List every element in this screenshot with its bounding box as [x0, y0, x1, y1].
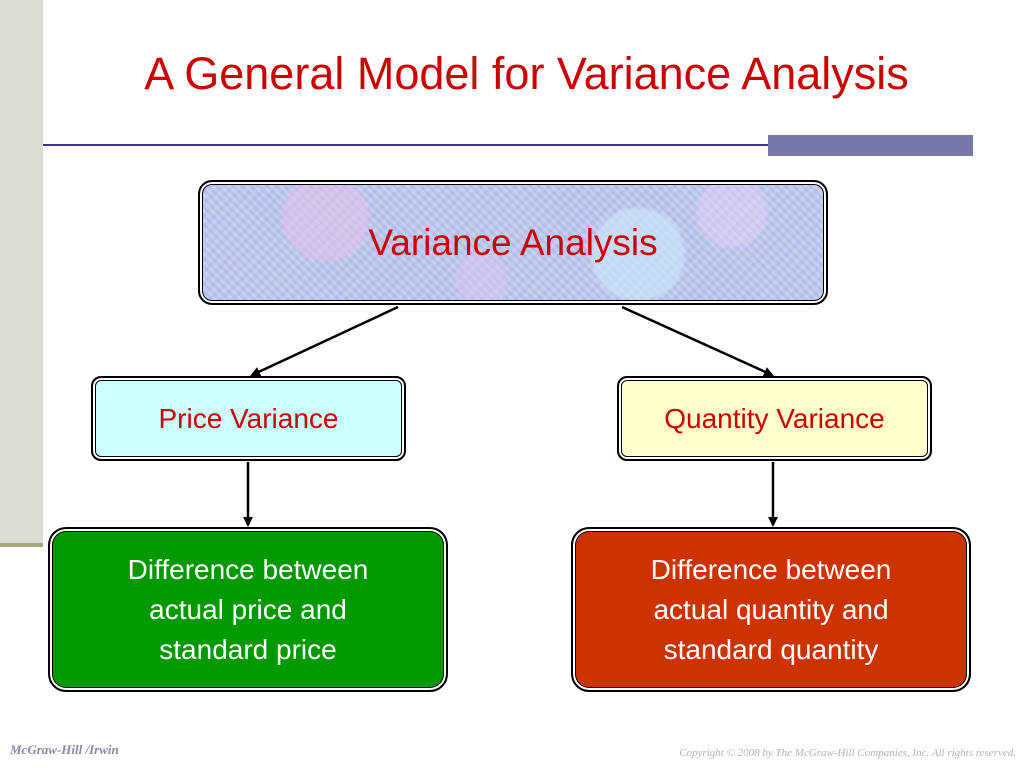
quantity-variance-label: Quantity Variance — [664, 402, 885, 434]
slide-title: A General Model for Variance Analysis — [144, 48, 909, 99]
price-variance-description: Difference between actual price and stan… — [127, 553, 369, 665]
quantity-variance-box: Quantity Variance — [617, 376, 932, 461]
variance-analysis-box: Variance Analysis — [198, 180, 828, 305]
price-variance-label: Price Variance — [158, 402, 339, 434]
price-variance-box: Price Variance — [91, 376, 406, 461]
publisher-footer: McGraw-Hill /Irwin — [10, 742, 119, 757]
price-variance-description-box: Difference between actual price and stan… — [48, 527, 448, 692]
sidebar-accent-line — [0, 543, 43, 547]
quantity-variance-description-box: Difference between actual quantity and s… — [571, 527, 971, 692]
title-rule-block — [768, 135, 973, 156]
quantity-variance-description: Difference between actual quantity and s… — [650, 553, 892, 665]
sidebar-decoration — [0, 0, 43, 545]
copyright-footer: Copyright © 2008 by The McGraw-Hill Comp… — [679, 747, 1016, 759]
arrow-root-to-price — [250, 305, 399, 377]
variance-analysis-label: Variance Analysis — [368, 221, 658, 263]
title-rule-line — [43, 144, 768, 146]
arrow-root-to-quantity — [621, 305, 774, 377]
